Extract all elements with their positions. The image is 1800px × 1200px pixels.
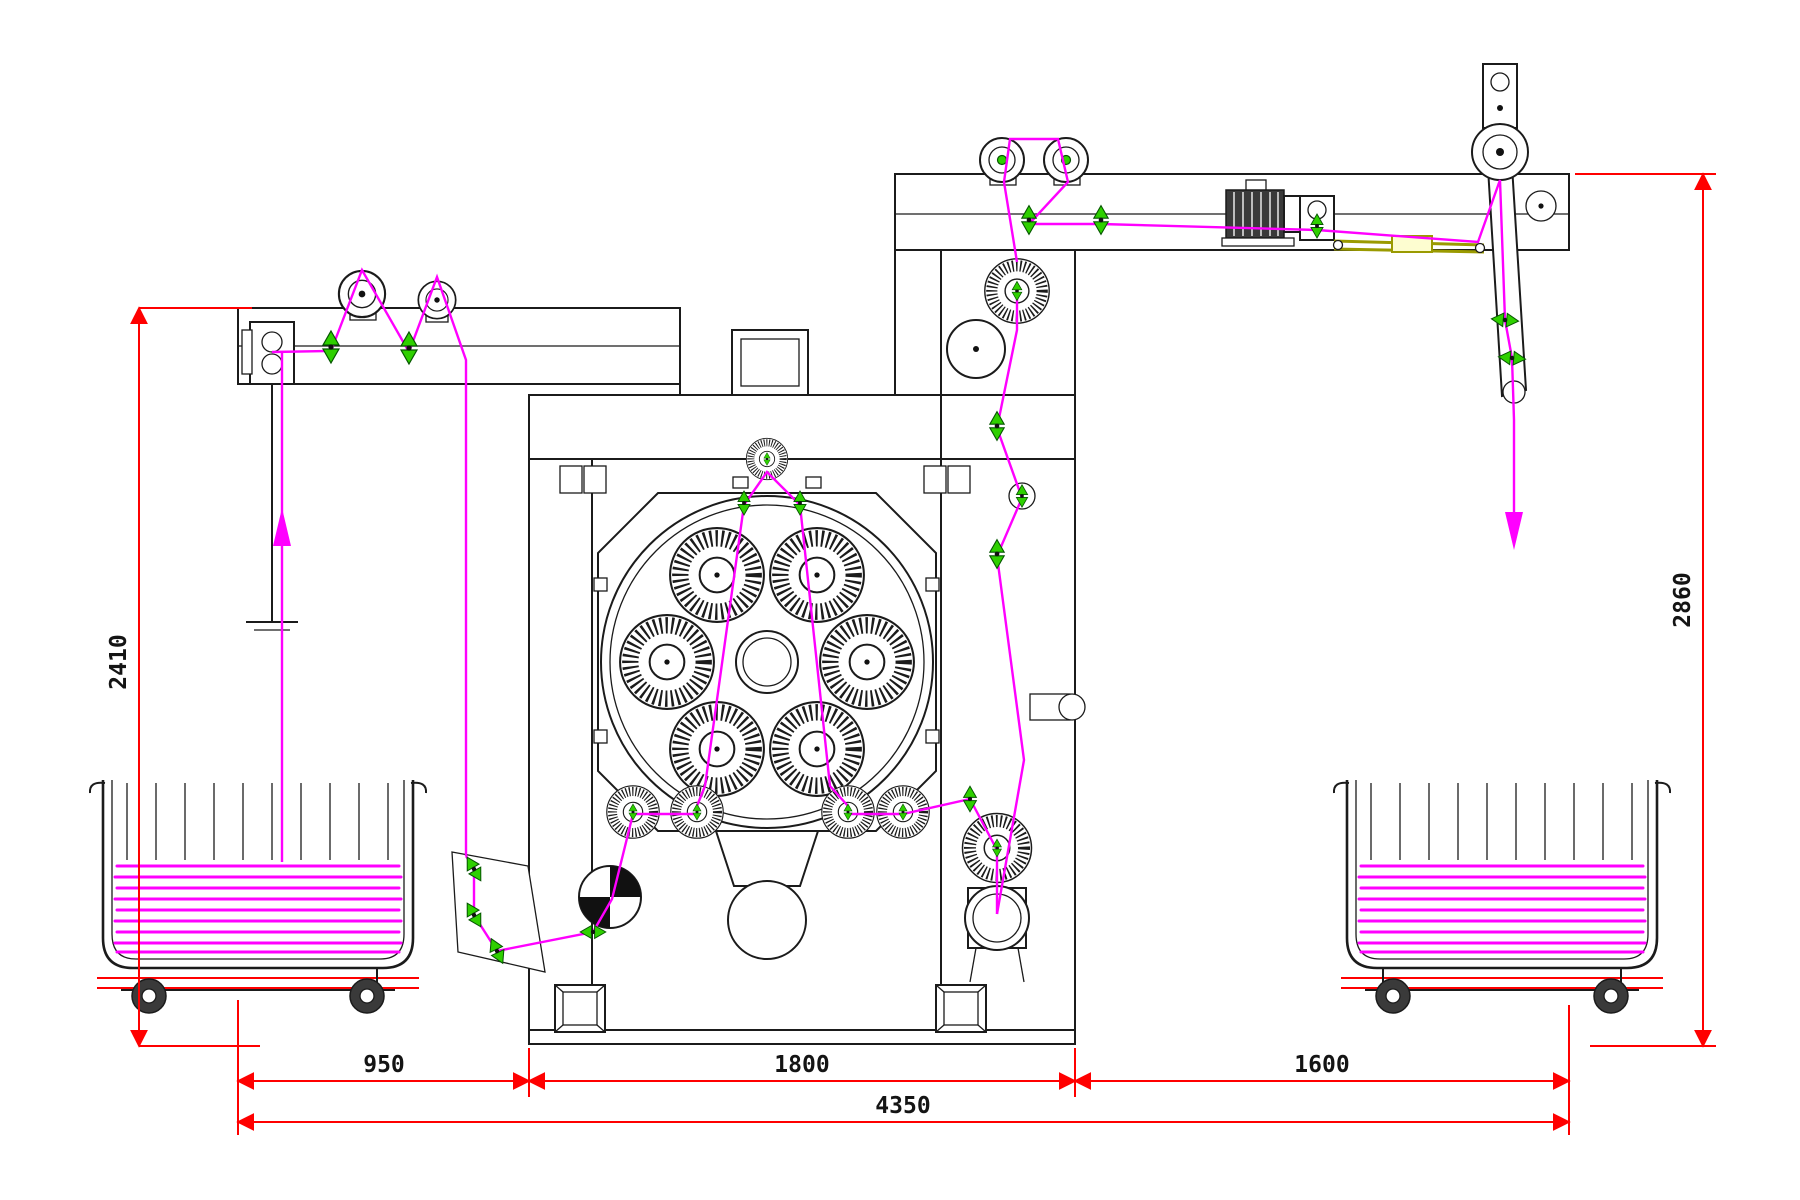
dimension-label-right-height: 2860 (1670, 572, 1696, 627)
foot-plate (935, 984, 987, 1033)
motor-assembly (1221, 179, 1486, 254)
dimension-label-span-total: 4350 (875, 1093, 930, 1119)
funnel (714, 830, 820, 887)
right-fabric-cart (1332, 778, 1672, 1015)
dimension-annotations: 2410 2860 950 1800 1600 4350 (106, 172, 1716, 1135)
foot-plate (554, 984, 606, 1033)
drum-inlet (732, 438, 822, 489)
balance-roller-icon (578, 865, 642, 929)
bottom-roller-row (451, 786, 1032, 983)
brush-roller (670, 702, 764, 796)
bottom-roller (727, 880, 807, 960)
dimension-label-span-right: 1600 (1294, 1052, 1349, 1078)
right-tower (946, 259, 1049, 510)
brush-roller (770, 528, 864, 622)
turnbuckle-arm (1332, 235, 1486, 254)
left-fabric-cart (88, 778, 428, 1015)
top-box (731, 329, 809, 396)
brush-roller (620, 615, 714, 709)
top-left-beam (237, 269, 681, 631)
brush-roller (670, 528, 764, 622)
pivot-bracket (1482, 63, 1518, 129)
delivery-device (964, 885, 1030, 983)
arrow-up-icon (273, 508, 291, 546)
guide-bracket (451, 851, 546, 973)
arrow-down-icon (1505, 512, 1523, 550)
brush-roller (820, 615, 914, 709)
swing-arm-assembly (1471, 63, 1557, 404)
brush-roller (770, 702, 864, 796)
dimension-label-span-center: 1800 (774, 1052, 829, 1078)
dimension-label-left-height: 2410 (106, 634, 132, 689)
dimension-label-span-left: 950 (363, 1052, 405, 1078)
feed-head (249, 321, 295, 385)
